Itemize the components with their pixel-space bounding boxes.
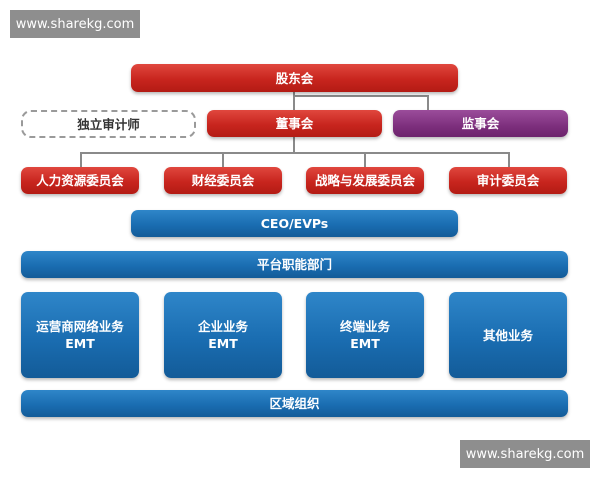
- connector-committee-3: [364, 152, 366, 167]
- committee-strategy-label: 战略与发展委员会: [314, 173, 415, 188]
- committee-finance-box: 财经委员会: [164, 167, 282, 194]
- platform-functions-label: 平台职能部门: [256, 257, 332, 272]
- ceo-evps-label: CEO/EVPs: [260, 216, 329, 231]
- business-group-consumer-line2: EMT: [350, 336, 380, 351]
- connector-committees-bar: [80, 152, 510, 154]
- connector-shareholders-down: [293, 92, 295, 110]
- supervisory-label: 监事会: [461, 116, 500, 131]
- board-box: 董事会: [207, 110, 382, 137]
- connector-shareholders-bar: [293, 95, 429, 97]
- ceo-evps-box: CEO/EVPs: [131, 210, 458, 237]
- watermark-top-left: www.sharekg.com: [10, 10, 140, 38]
- business-group-enterprise-box: 企业业务 EMT: [164, 292, 282, 378]
- business-group-consumer-box: 终端业务 EMT: [306, 292, 424, 378]
- committee-finance-label: 财经委员会: [191, 173, 255, 188]
- business-group-other-box: 其他业务: [449, 292, 567, 378]
- connector-board-down: [293, 137, 295, 153]
- business-group-carrier-line2: EMT: [65, 336, 95, 351]
- shareholders-label: 股东会: [275, 70, 314, 86]
- business-group-carrier-line1: 运营商网络业务: [36, 319, 124, 334]
- business-group-consumer-line1: 终端业务: [339, 319, 390, 334]
- committee-audit-box: 审计委员会: [449, 167, 567, 194]
- board-label: 董事会: [275, 116, 314, 131]
- connector-committee-4: [508, 152, 510, 167]
- supervisory-box: 监事会: [393, 110, 568, 137]
- connector-committee-1: [80, 152, 82, 167]
- committee-audit-label: 审计委员会: [476, 173, 540, 188]
- platform-functions-box: 平台职能部门: [21, 251, 568, 278]
- business-group-enterprise-line2: EMT: [208, 336, 238, 351]
- independent-auditor-box: 独立审计师: [21, 110, 196, 138]
- shareholders-box: 股东会: [131, 64, 458, 92]
- committee-hr-label: 人力资源委员会: [36, 173, 124, 188]
- regional-organization-box: 区域组织: [21, 390, 568, 417]
- connector-committee-2: [222, 152, 224, 167]
- business-group-other-line1: 其他业务: [482, 327, 533, 343]
- regional-organization-label: 区域组织: [269, 396, 320, 411]
- independent-auditor-label: 独立审计师: [77, 116, 140, 132]
- connector-to-supervisory: [427, 95, 429, 110]
- watermark-bottom-right: www.sharekg.com: [460, 440, 590, 468]
- committee-hr-box: 人力资源委员会: [21, 167, 139, 194]
- business-group-carrier-box: 运营商网络业务 EMT: [21, 292, 139, 378]
- committee-strategy-box: 战略与发展委员会: [306, 167, 424, 194]
- business-group-enterprise-line1: 企业业务: [197, 319, 248, 334]
